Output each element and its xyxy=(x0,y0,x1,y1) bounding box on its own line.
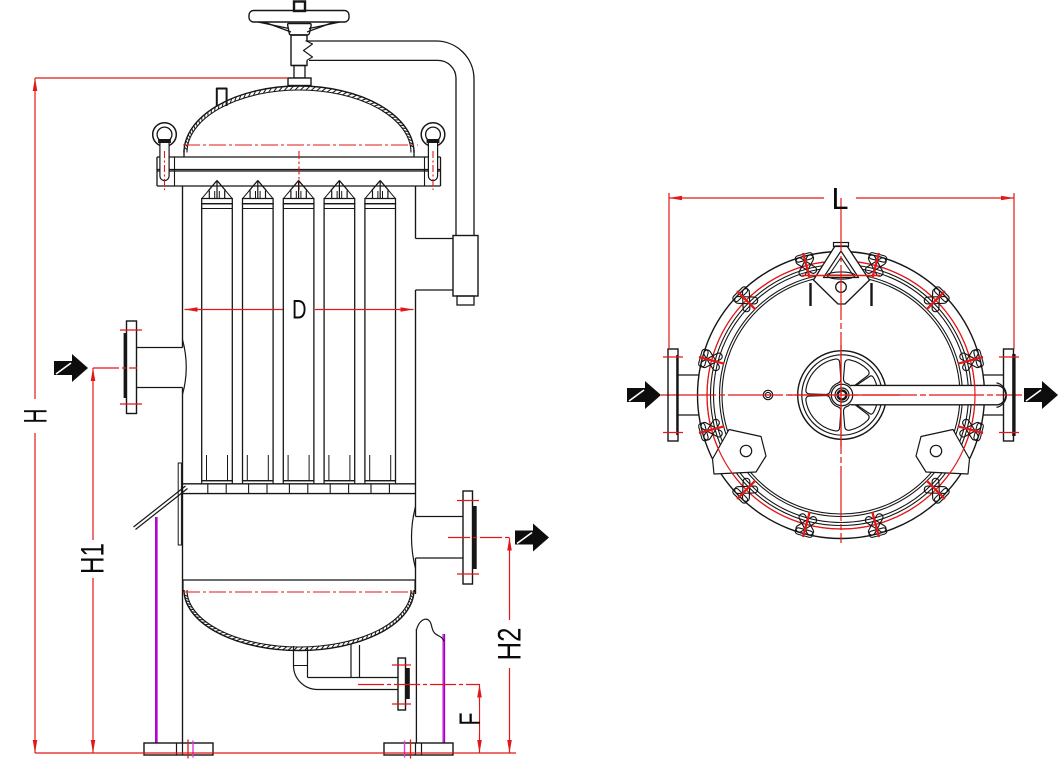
svg-text:F: F xyxy=(454,713,487,726)
svg-text:H: H xyxy=(18,409,54,424)
svg-text:D: D xyxy=(292,294,307,324)
svg-text:H1: H1 xyxy=(75,543,111,574)
svg-text:H2: H2 xyxy=(492,628,528,661)
svg-text:L: L xyxy=(832,181,849,216)
